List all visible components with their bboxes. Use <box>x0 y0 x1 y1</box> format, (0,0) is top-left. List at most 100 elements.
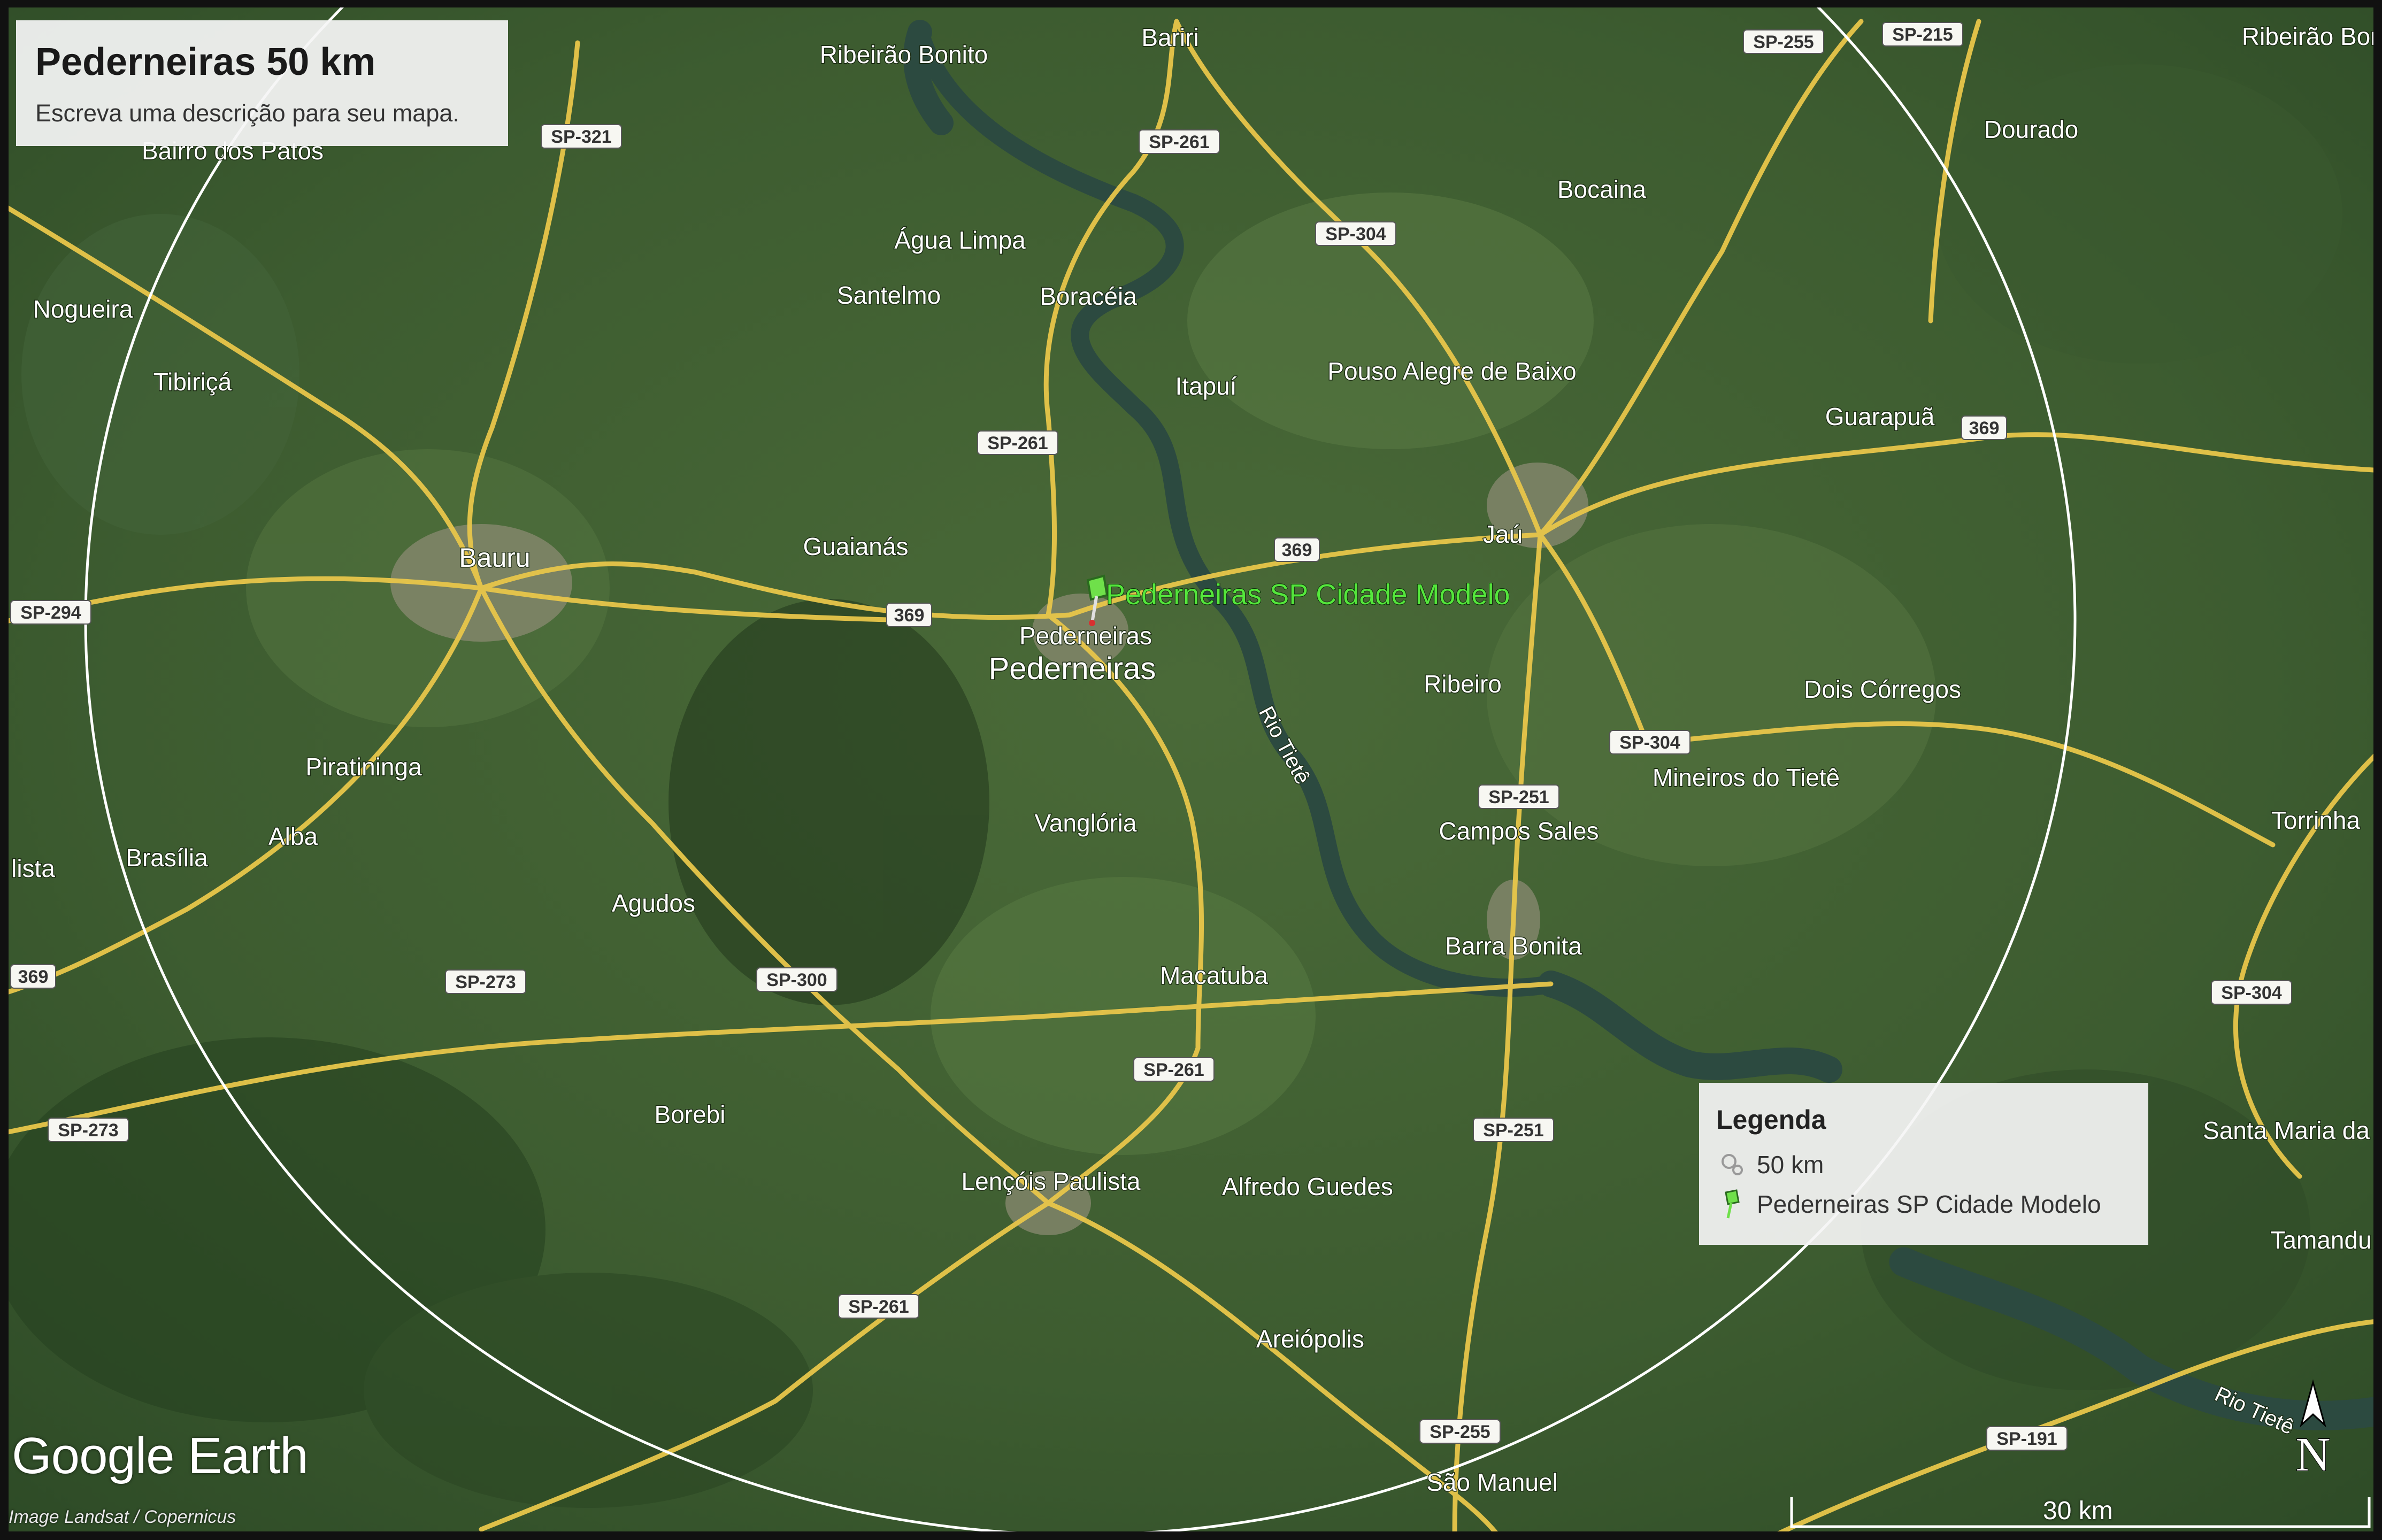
road-shield-s251a: SP-251 <box>1478 784 1559 809</box>
shield-background <box>1609 730 1691 754</box>
place-label-alba[interactable]: Alba <box>267 822 318 851</box>
shield-background <box>1139 129 1220 154</box>
shield-background <box>1133 1057 1215 1082</box>
place-label-lista[interactable]: lista <box>11 854 56 883</box>
google-earth-logo: Google Earth <box>12 1427 309 1484</box>
place-label-torrinha[interactable]: Torrinha <box>2270 806 2361 835</box>
shield-background <box>1274 537 1320 562</box>
place-label-santelmo[interactable]: Santelmo <box>836 281 941 310</box>
road-shield-s294: SP-294 <box>10 600 91 625</box>
road-shield-s255a: SP-255 <box>1743 29 1824 54</box>
place-label-borebi[interactable]: Borebi <box>654 1100 726 1129</box>
place-label-areiopolis[interactable]: Areiópolis <box>1256 1325 1365 1354</box>
roads <box>0 19 2382 1540</box>
place-label-lencois[interactable]: Lençóis Paulista <box>961 1167 1141 1196</box>
rivers <box>903 20 2382 1430</box>
road-shield-s261d: SP-261 <box>838 1294 919 1319</box>
place-label-agudos[interactable]: Agudos <box>611 889 696 918</box>
shield-label: SP-304 <box>1325 224 1386 244</box>
placemark-label[interactable]: Pederneiras SP Cidade Modelo <box>1105 578 1510 611</box>
green-pushpin-icon <box>1716 1188 1757 1220</box>
shield-label: SP-215 <box>1892 25 1953 45</box>
shield-label: SP-304 <box>2221 983 2281 1003</box>
place-label-itapui[interactable]: Itapuí <box>1174 372 1238 401</box>
shield-background <box>2211 980 2292 1005</box>
road-shield-s261c: SP-261 <box>1133 1057 1215 1082</box>
shield-label: SP-300 <box>766 970 827 990</box>
shield-label: SP-261 <box>848 1297 909 1317</box>
legend-item-label: 50 km <box>1757 1151 1824 1179</box>
place-label-sao-manuel[interactable]: São Manuel <box>1426 1468 1559 1497</box>
place-label-brasilia[interactable]: Brasília <box>125 843 209 873</box>
map-title: Pederneiras 50 km <box>35 41 376 83</box>
place-label-bauru[interactable]: Bauru <box>458 542 531 574</box>
road-shield-s369b: 369 <box>1961 415 2007 440</box>
place-label-guaianas[interactable]: Guaianás <box>802 532 909 561</box>
place-label-campos-sales[interactable]: Campos Sales <box>1438 817 1600 846</box>
shield-label: SP-304 <box>1619 733 1680 753</box>
shield-background <box>1419 1419 1501 1444</box>
place-label-ribeiro[interactable]: Ribeiro <box>1423 669 1503 699</box>
place-label-santa-maria[interactable]: Santa Maria da <box>2202 1116 2371 1145</box>
shield-label: SP-261 <box>1149 132 1209 152</box>
green-pushpin-icon[interactable] <box>1086 574 1109 626</box>
shield-label: SP-255 <box>1753 32 1814 52</box>
place-label-bariri[interactable]: Bariri <box>1141 23 1200 52</box>
road-shield-s255b: SP-255 <box>1419 1419 1501 1444</box>
shield-background <box>1961 415 2007 440</box>
shield-background <box>1743 29 1824 54</box>
place-label-alfredo-guedes[interactable]: Alfredo Guedes <box>1221 1172 1394 1202</box>
road-shield-s261a: SP-261 <box>1139 129 1220 154</box>
scale-label: 30 km <box>2043 1497 2113 1525</box>
place-label-agua-limpa[interactable]: Água Limpa <box>894 226 1027 255</box>
place-label-guarapua[interactable]: Guarapuã <box>1824 402 1935 432</box>
imagery-credit: Image Landsat / Copernicus <box>9 1507 236 1527</box>
shield-background <box>541 124 622 149</box>
place-label-tamandu[interactable]: Tamandu <box>2270 1226 2372 1255</box>
shield-label: 369 <box>18 967 49 987</box>
road-shield-s369a: 369 <box>1274 537 1320 562</box>
place-label-ribeirao-bonito[interactable]: Ribeirão Bonito <box>819 40 989 70</box>
shield-background <box>1315 221 1396 246</box>
place-label-nogueira[interactable]: Nogueira <box>32 295 134 324</box>
urban-areas <box>390 463 1588 1235</box>
shield-background <box>1986 1426 2068 1451</box>
place-label-bocaina[interactable]: Bocaina <box>1556 175 1647 204</box>
shield-background <box>838 1294 919 1319</box>
place-label-pouso-alegre[interactable]: Pouso Alegre de Baixo <box>1327 357 1577 386</box>
place-label-piratininga[interactable]: Piratininga <box>305 752 423 782</box>
place-label-dourado[interactable]: Dourado <box>1983 115 2079 144</box>
legend-heading: Legenda <box>1716 1105 1826 1135</box>
place-label-barra-bonita[interactable]: Barra Bonita <box>1444 931 1583 961</box>
place-label-jau[interactable]: Jaú <box>1482 520 1523 549</box>
shield-background <box>1473 1118 1554 1142</box>
legend-item-label: Pederneiras SP Cidade Modelo <box>1757 1190 2101 1218</box>
road-shield-s304c: SP-304 <box>2211 980 2292 1005</box>
north-arrow-icon[interactable]: N <box>2286 1377 2340 1484</box>
shield-background <box>756 967 837 992</box>
place-label-pederneiras-small[interactable]: Pederneiras <box>1018 621 1152 651</box>
place-label-vangloria[interactable]: Vanglória <box>1034 808 1138 838</box>
place-label-dois-corregos[interactable]: Dois Córregos <box>1803 675 1962 704</box>
road-shield-s369c: 369 <box>886 603 932 627</box>
place-label-pederneiras[interactable]: Pederneiras <box>988 651 1157 687</box>
shield-label: 369 <box>894 605 925 626</box>
legend-item-circle: 50 km <box>1716 1145 2148 1184</box>
place-label-boraceia[interactable]: Boracéia <box>1039 282 1138 311</box>
place-label-mineiros[interactable]: Mineiros do Tietê <box>1651 763 1840 792</box>
place-label-tibirica[interactable]: Tibiriçá <box>152 367 233 397</box>
place-label-macatuba[interactable]: Macatuba <box>1159 961 1269 990</box>
shield-label: 369 <box>1282 540 1312 560</box>
map-description[interactable]: Escreva uma descrição para seu mapa. <box>35 99 459 127</box>
road-shield-s300: SP-300 <box>756 967 837 992</box>
shield-label: SP-251 <box>1488 787 1549 807</box>
place-label-ribeirao-boni[interactable]: Ribeirão Boni <box>2241 22 2382 51</box>
shield-background <box>445 969 526 994</box>
terrain-patches <box>0 64 2342 1508</box>
legend-panel: Legenda 50 km Pederneiras SP Cidade Mode… <box>1699 1083 2148 1245</box>
shield-label: SP-261 <box>987 433 1048 453</box>
shield-background <box>977 430 1058 455</box>
road-shield-s273b: SP-273 <box>48 1118 129 1142</box>
